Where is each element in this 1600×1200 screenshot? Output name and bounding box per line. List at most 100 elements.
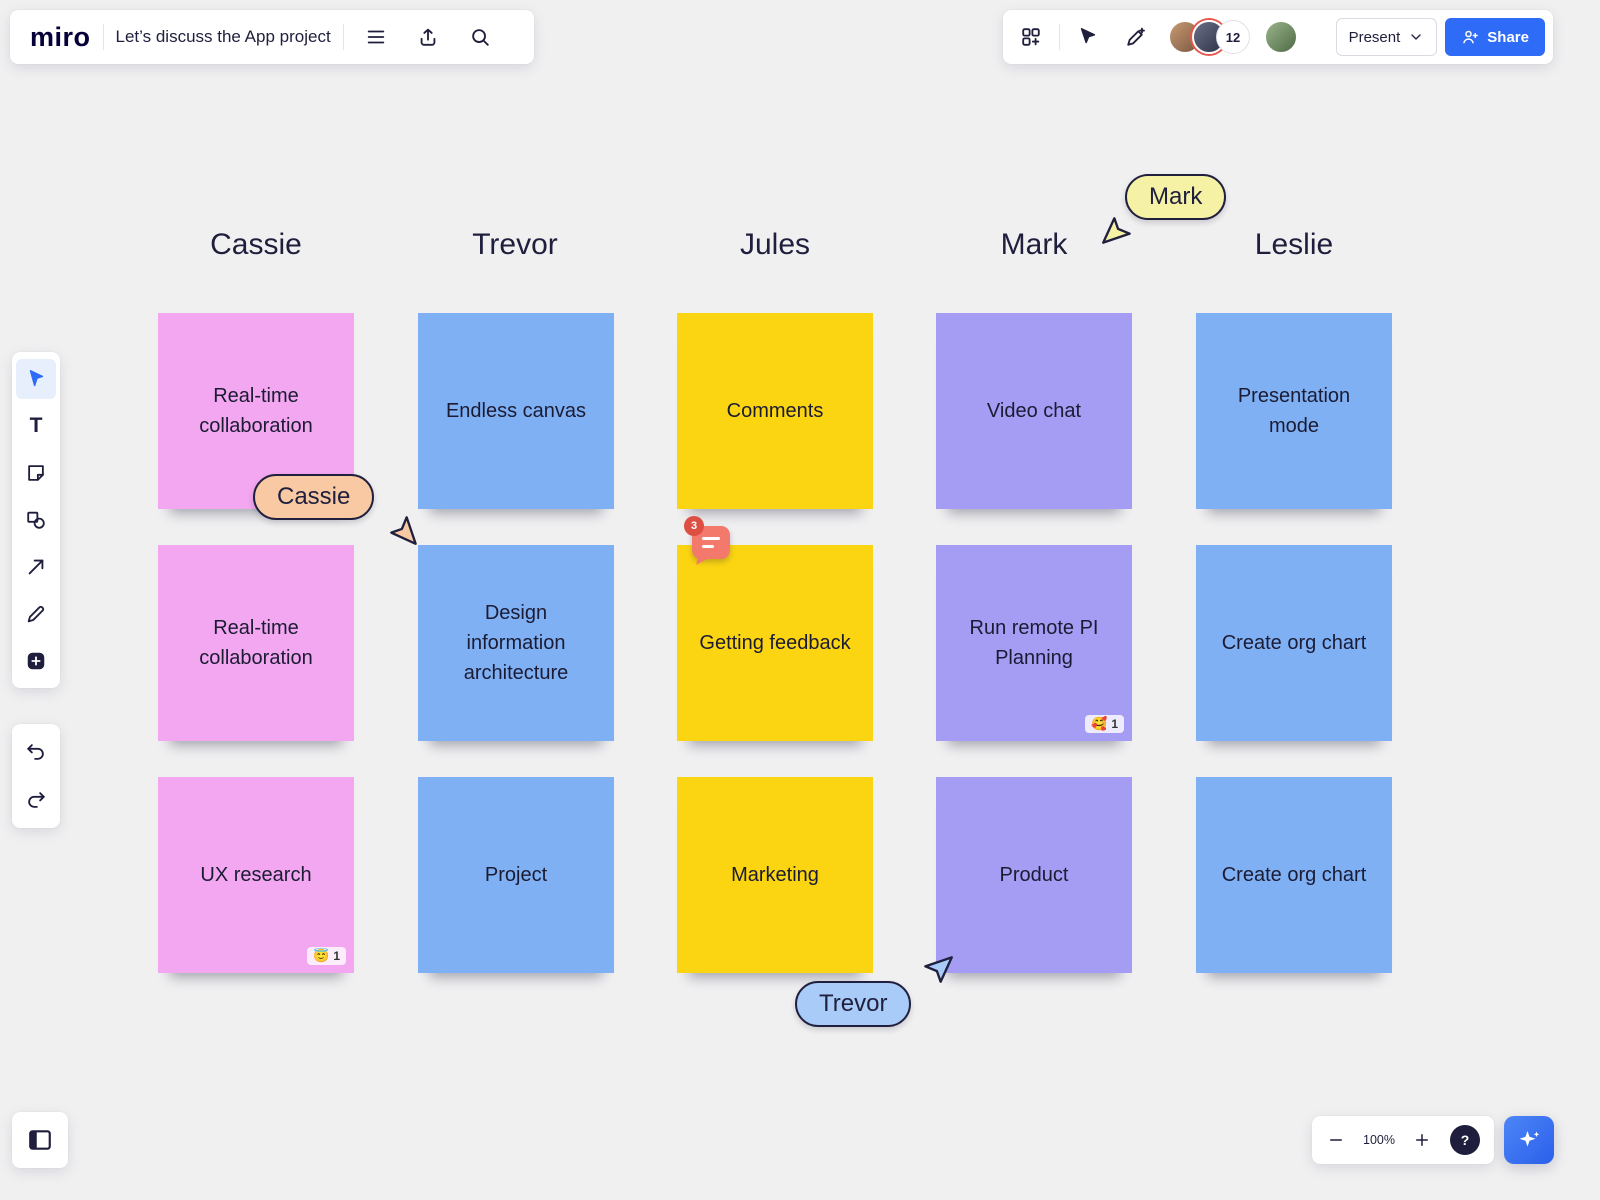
miro-logo[interactable]: miro	[30, 22, 91, 53]
sticky-note-text: Getting feedback	[699, 628, 850, 658]
search-button[interactable]	[460, 17, 500, 57]
sticky-note-text: UX research	[200, 860, 311, 890]
sticky-note-text: Create org chart	[1222, 628, 1367, 658]
sticky-note[interactable]: Design information architecture	[418, 545, 614, 741]
export-button[interactable]	[408, 17, 448, 57]
sticky-note[interactable]: Presentation mode	[1196, 313, 1392, 509]
sticky-note-text: Real-time collaboration	[176, 613, 336, 673]
sparkles-icon	[1516, 1127, 1542, 1153]
arrow-tool[interactable]	[16, 547, 56, 587]
zoom-level[interactable]: 100%	[1356, 1133, 1402, 1147]
apps-icon	[1020, 26, 1042, 48]
collaboration-toolbar: 12 Present Share	[1003, 10, 1553, 64]
export-icon	[417, 26, 439, 48]
sticky-note-text: Endless canvas	[446, 396, 586, 426]
sticky-note[interactable]: Create org chart	[1196, 545, 1392, 741]
sticky-note-text: Design information architecture	[436, 598, 596, 688]
text-tool[interactable]: T	[16, 406, 56, 446]
main-menu-button[interactable]	[356, 17, 396, 57]
creation-toolbar: T	[12, 352, 60, 688]
minus-icon	[1327, 1131, 1345, 1149]
sticky-note[interactable]: Comments	[677, 313, 873, 509]
plus-icon	[1413, 1131, 1431, 1149]
select-tool[interactable]	[16, 359, 56, 399]
sticky-note-text: Presentation mode	[1214, 381, 1374, 441]
sticky-note[interactable]: Getting feedback	[677, 545, 873, 741]
sticky-note[interactable]: Endless canvas	[418, 313, 614, 509]
apps-button[interactable]	[1011, 17, 1051, 57]
collaborator-cursor-label: Mark	[1125, 174, 1226, 220]
sticky-note-text: Video chat	[987, 396, 1081, 426]
comment-pin[interactable]: 3	[686, 518, 734, 566]
sticky-note-tool[interactable]	[16, 453, 56, 493]
sticky-note[interactable]: Run remote PI Planning 🥰 1	[936, 545, 1132, 741]
plus-square-icon	[25, 650, 47, 672]
reaction-count: 1	[333, 949, 340, 963]
shapes-tool[interactable]	[16, 500, 56, 540]
column-header[interactable]: Jules	[675, 228, 875, 262]
share-label: Share	[1487, 29, 1529, 46]
cursors-toggle-button[interactable]	[1068, 17, 1108, 57]
menu-icon	[365, 26, 387, 48]
shapes-icon	[25, 509, 47, 531]
collaborator-cursor-label: Cassie	[253, 474, 374, 520]
reaction-emoji: 😇	[313, 948, 329, 964]
sticky-note-icon	[25, 462, 47, 484]
sticky-note[interactable]: Create org chart	[1196, 777, 1392, 973]
sticky-note-text: Create org chart	[1222, 860, 1367, 890]
text-tool-icon: T	[30, 414, 43, 438]
reactions-button[interactable]	[1116, 17, 1156, 57]
avatar-stack: 12	[1168, 20, 1250, 54]
reaction-badge[interactable]: 🥰 1	[1085, 715, 1124, 733]
collaborator-count-badge[interactable]: 12	[1216, 20, 1250, 54]
reaction-badge[interactable]: 😇 1	[307, 947, 346, 965]
redo-button[interactable]	[16, 780, 56, 820]
undo-icon	[25, 741, 47, 763]
share-button[interactable]: Share	[1445, 18, 1545, 56]
zoom-out-button[interactable]	[1320, 1124, 1352, 1156]
sticky-note-text: Product	[1000, 860, 1069, 890]
comment-count-badge: 3	[684, 516, 704, 536]
undo-button[interactable]	[16, 732, 56, 772]
help-button[interactable]: ?	[1450, 1125, 1480, 1155]
sticky-note-text: Project	[485, 860, 547, 890]
column-header[interactable]: Trevor	[415, 228, 615, 262]
pen-icon	[25, 603, 47, 625]
sticky-note-text: Run remote PI Planning	[954, 613, 1114, 673]
board-title[interactable]: Let’s discuss the App project	[116, 27, 331, 47]
cursor-icon	[1077, 26, 1099, 48]
reaction-count: 1	[1111, 717, 1118, 731]
sticky-note[interactable]: UX research 😇 1	[158, 777, 354, 973]
sticky-note[interactable]: Video chat	[936, 313, 1132, 509]
frames-panel-button[interactable]	[12, 1112, 68, 1168]
sticky-note[interactable]: Project	[418, 777, 614, 973]
arrow-icon	[25, 556, 47, 578]
search-icon	[469, 26, 491, 48]
sticky-note[interactable]: Product	[936, 777, 1132, 973]
redo-icon	[25, 789, 47, 811]
present-label: Present	[1349, 29, 1401, 46]
more-tools-button[interactable]	[16, 641, 56, 681]
select-cursor-icon	[25, 368, 47, 390]
avatar[interactable]	[1264, 20, 1298, 54]
divider	[343, 24, 344, 50]
sticky-note[interactable]: Real-time collaboration	[158, 545, 354, 741]
pen-tool[interactable]	[16, 594, 56, 634]
collaborator-cursor-icon	[920, 951, 956, 987]
column-header[interactable]: Cassie	[156, 228, 356, 262]
chevron-down-icon	[1408, 29, 1424, 45]
ai-assist-button[interactable]	[1504, 1116, 1554, 1164]
zoom-in-button[interactable]	[1406, 1124, 1438, 1156]
column-header[interactable]: Leslie	[1194, 228, 1394, 262]
sticky-note-text: Marketing	[731, 860, 819, 890]
share-person-icon	[1461, 28, 1479, 46]
frames-icon	[27, 1127, 53, 1153]
sticky-note-text: Real-time collaboration	[176, 381, 336, 441]
sticky-note-text: Comments	[727, 396, 824, 426]
collaborator-cursor-icon	[386, 512, 422, 548]
collaborator-cursor-label: Trevor	[795, 981, 911, 1027]
sticky-note[interactable]: Marketing	[677, 777, 873, 973]
present-button[interactable]: Present	[1336, 18, 1438, 56]
divider	[103, 24, 104, 50]
